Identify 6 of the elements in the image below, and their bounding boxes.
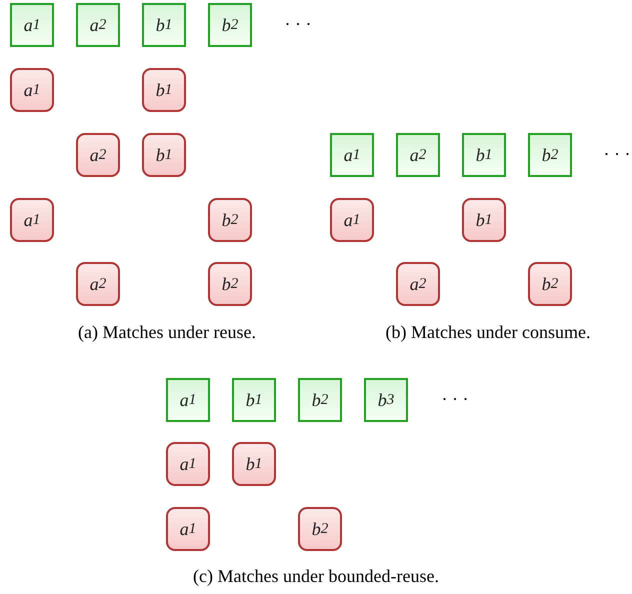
ellipsis: · · ·: [442, 389, 468, 410]
ellipsis: · · ·: [604, 144, 630, 165]
ellipsis: · · ·: [284, 14, 312, 35]
figure-caption: (a) Matches under reuse.: [78, 322, 256, 343]
figure-caption: (b) Matches under consume.: [386, 322, 590, 343]
figure-caption: (c) Matches under bounded-reuse.: [193, 566, 439, 587]
